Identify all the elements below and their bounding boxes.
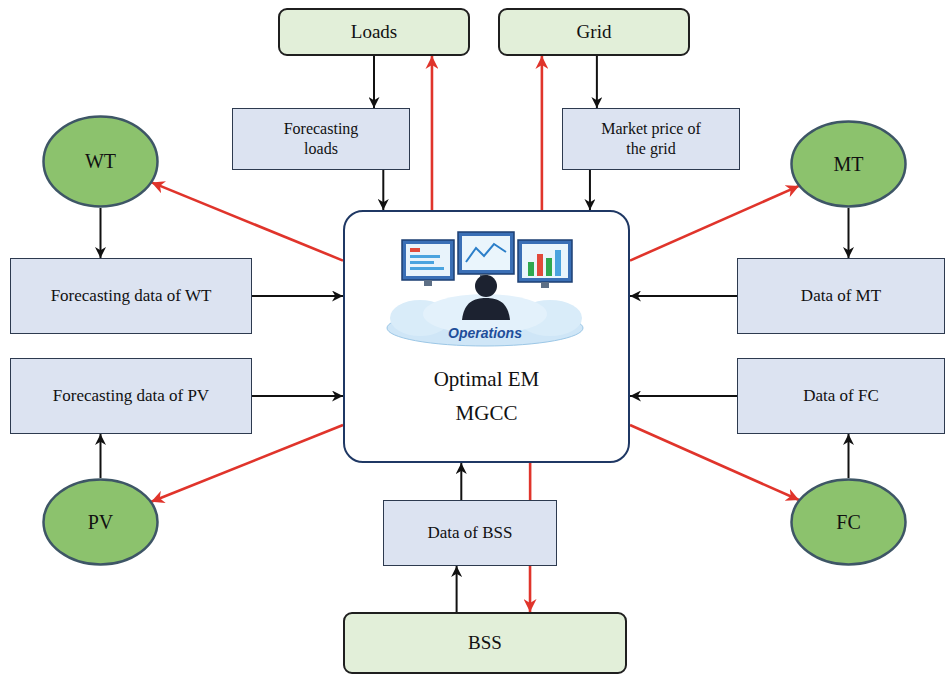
unit-ellipse: MT <box>790 120 907 208</box>
unit-ellipse: PV <box>42 478 159 566</box>
data-box: Market price of the grid <box>562 108 740 170</box>
node-label: MT <box>834 152 864 177</box>
node-label: Loads <box>351 20 397 44</box>
data-box: Forecasting data of PV <box>10 358 252 434</box>
data-arrow <box>252 395 343 397</box>
control-arrow <box>630 425 799 500</box>
node-label: Data of FC <box>803 385 879 406</box>
control-arrow <box>541 56 544 210</box>
data-arrow <box>848 434 850 478</box>
cloud <box>387 294 583 346</box>
unit-ellipse: FC <box>790 478 907 566</box>
data-arrow <box>373 56 375 108</box>
unit-ellipse: WT <box>42 115 159 208</box>
operator-person <box>462 275 510 320</box>
data-box: Data of FC <box>737 358 945 434</box>
control-arrow <box>151 425 343 502</box>
node-label: Grid <box>577 20 612 44</box>
data-arrow <box>630 395 737 397</box>
data-box: Data of BSS <box>383 500 557 566</box>
node-label: Forecasting loads <box>266 119 376 159</box>
node-label: Data of BSS <box>428 522 513 543</box>
data-arrow <box>100 434 102 478</box>
control-arrow <box>152 182 343 260</box>
data-arrow <box>382 170 384 210</box>
data-box: Forecasting loads <box>232 108 410 170</box>
control-arrow <box>630 186 799 261</box>
source-box: Grid <box>498 8 690 56</box>
data-arrow <box>460 463 462 500</box>
controller-box: Optimal EM MGCC <box>343 210 630 463</box>
monitor-middle <box>458 232 514 280</box>
data-arrow <box>589 170 591 210</box>
data-arrow <box>100 208 102 258</box>
data-box: Forecasting data of WT <box>10 258 252 334</box>
node-label: FC <box>836 510 860 535</box>
storage-box: BSS <box>343 612 627 674</box>
node-label: WT <box>85 149 116 174</box>
data-arrow <box>456 566 458 612</box>
control-arrow <box>431 56 434 210</box>
node-label: Market price of the grid <box>591 119 711 159</box>
monitor-right <box>518 240 572 288</box>
node-label: Forecasting data of PV <box>44 385 219 406</box>
data-arrow <box>630 295 737 297</box>
data-arrow <box>848 208 850 258</box>
node-label: PV <box>88 510 114 535</box>
node-label: Data of MT <box>801 285 881 306</box>
node-label: Forecasting data of WT <box>44 285 219 306</box>
monitor-left <box>402 240 454 286</box>
data-arrow <box>252 295 343 297</box>
data-arrow <box>596 56 598 108</box>
control-arrow <box>529 463 532 500</box>
node-label: Optimal EM MGCC <box>422 362 552 430</box>
source-box: Loads <box>278 8 470 56</box>
node-label: BSS <box>468 631 502 655</box>
data-box: Data of MT <box>737 258 945 334</box>
control-arrow <box>529 566 532 612</box>
